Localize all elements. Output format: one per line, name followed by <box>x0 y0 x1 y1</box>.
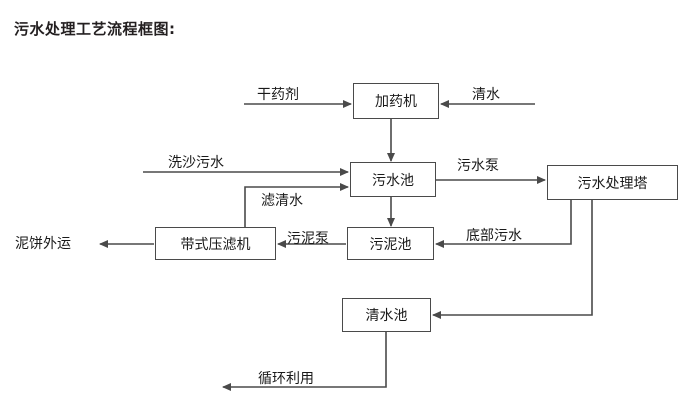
edge-label-sand-wash-wastewater: 洗沙污水 <box>168 155 224 171</box>
node-treatment-tower[interactable]: 污水处理塔 <box>547 165 678 200</box>
node-sludge-pool[interactable]: 污泥池 <box>347 227 434 260</box>
node-wastewater-pool-label: 污水池 <box>372 172 414 189</box>
wire-tower-to-clearwater-pool <box>432 199 593 319</box>
edge-label-wastewater-pump: 污水泵 <box>457 158 499 174</box>
node-belt-filter-press[interactable]: 带式压滤机 <box>155 227 276 260</box>
node-wastewater-pool[interactable]: 污水池 <box>350 162 436 197</box>
edge-label-clean-water: 清水 <box>472 87 500 103</box>
terminal-label-recycle-reuse: 循环利用 <box>258 371 314 387</box>
edge-label-sludge-pump: 污泥泵 <box>287 231 329 247</box>
node-sludge-pool-label: 污泥池 <box>369 236 412 253</box>
page-title: 污水处理工艺流程框图: <box>14 20 176 38</box>
node-dosing-machine-label: 加药机 <box>375 94 417 110</box>
wire-bottom-wastewater-to-sludge-pool <box>435 199 572 248</box>
node-belt-filter-press-label: 带式压滤机 <box>180 236 251 253</box>
wire-filtered-water-to-wastewater-pool <box>244 183 349 228</box>
node-clearwater-pool-label: 清水池 <box>365 308 408 324</box>
edge-label-dry-chemical: 干药剂 <box>257 87 299 103</box>
terminal-label-mud-cake-out: 泥饼外运 <box>15 236 71 252</box>
node-clearwater-pool[interactable]: 清水池 <box>342 298 431 332</box>
wire-clearwater-recycle <box>222 331 387 391</box>
node-treatment-tower-label: 污水处理塔 <box>577 175 648 192</box>
edge-label-bottom-wastewater: 底部污水 <box>466 228 522 244</box>
edge-label-filtered-clear-water: 滤清水 <box>261 193 303 209</box>
node-dosing-machine[interactable]: 加药机 <box>353 83 439 119</box>
